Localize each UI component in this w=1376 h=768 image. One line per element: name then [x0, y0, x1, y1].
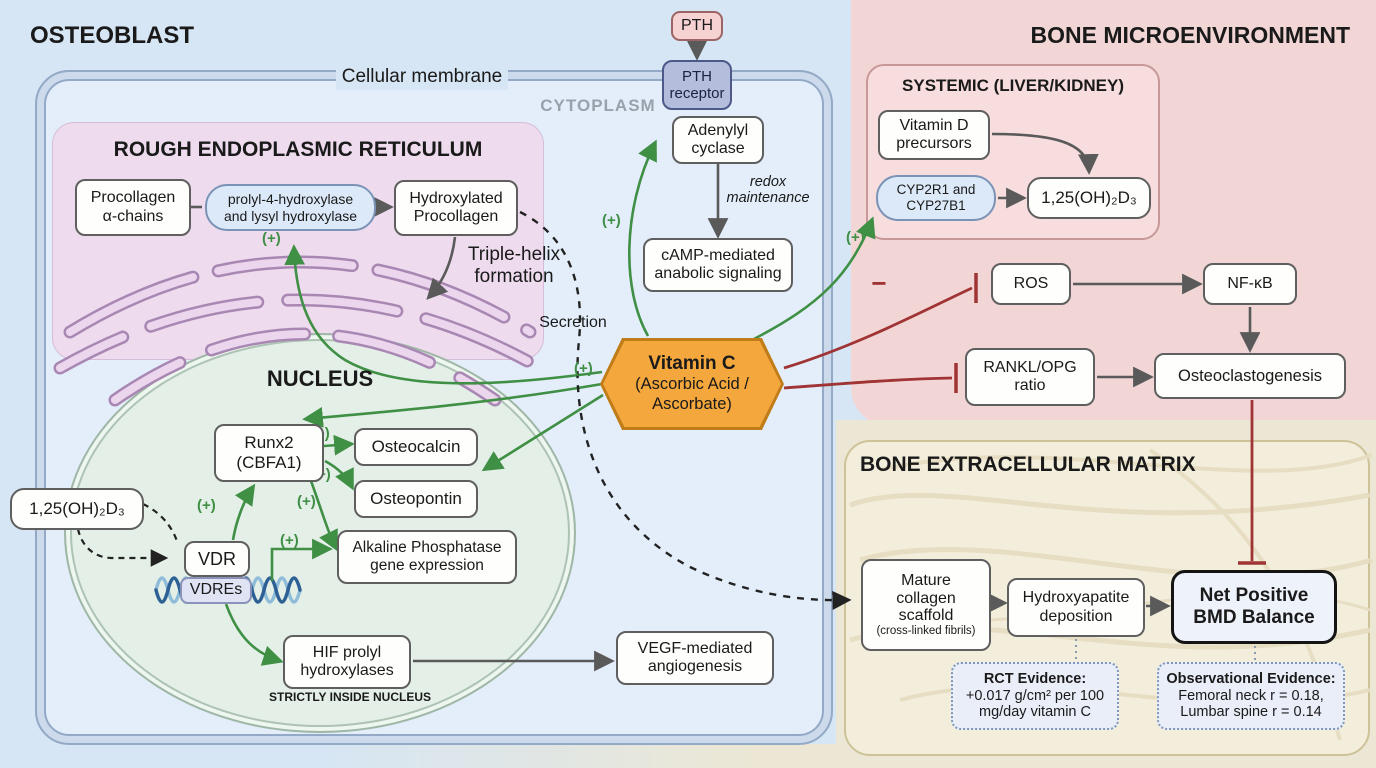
node-camp-signaling: cAMP-mediated anabolic signaling	[643, 238, 793, 292]
node-125-oh2d3-left: 1,25(OH)₂D₃	[10, 488, 144, 530]
rct-evidence-body: +0.017 g/cm² per 100 mg/day vitamin C	[965, 687, 1105, 721]
triple-helix-label: Triple-helix formation	[467, 244, 561, 287]
node-vegf-angiogenesis: VEGF-mediated angiogenesis	[616, 631, 774, 685]
secretion-label: Secretion	[539, 314, 607, 331]
node-osteocalcin: Osteocalcin	[354, 428, 478, 466]
observational-evidence-body: Femoral neck r = 0.18, Lumbar spine r = …	[1178, 687, 1324, 721]
rct-evidence-title: RCT Evidence:	[983, 670, 1087, 687]
rough-er-title: ROUGH ENDOPLASMIC RETICULUM	[113, 138, 483, 161]
node-rankl-opg-ratio: RANKL/OPG ratio	[965, 348, 1095, 406]
plus-vdr-runx2: (+)	[197, 497, 216, 514]
mature-collagen-sub: (cross-linked fibrils)	[876, 625, 976, 638]
vitamin-c-title: Vitamin C	[648, 353, 736, 375]
node-nfkb: NF-κB	[1203, 263, 1297, 305]
node-pth: PTH	[671, 11, 723, 41]
node-vdr: VDR	[184, 541, 250, 577]
node-vitamin-d-precursors: Vitamin D precursors	[878, 110, 990, 160]
node-ros: ROS	[991, 263, 1071, 305]
node-125-oh2d3-right: 1,25(OH)₂D₃	[1027, 177, 1151, 219]
bone-microenvironment-title: BONE MICROENVIRONMENT	[1030, 22, 1350, 48]
redox-maintenance-label: redox maintenance	[726, 174, 810, 206]
systemic-title: SYSTEMIC (LIVER/KIDNEY)	[902, 76, 1124, 95]
background-fade	[320, 744, 836, 768]
node-runx2: Runx2 (CBFA1)	[214, 424, 324, 482]
plus-alkphos-elbow: (+)	[280, 532, 299, 549]
node-procollagen: Procollagen α-chains	[75, 179, 191, 236]
plus-vitc-nucleus: (+)	[574, 360, 593, 377]
node-adenylyl-cyclase: Adenylyl cyclase	[672, 116, 764, 164]
node-mature-collagen-scaffold: Mature collagen scaffold (cross-linked f…	[861, 559, 991, 651]
node-cyp-enzymes: CYP2R1 and CYP27B1	[876, 175, 996, 221]
osteoblast-title: OSTEOBLAST	[30, 22, 195, 49]
observational-evidence-box: Observational Evidence: Femoral neck r =…	[1157, 662, 1345, 730]
strictly-inside-nucleus-label: STRICTLY INSIDE NUCLEUS	[268, 690, 432, 704]
plus-alkphos-curve: (+)	[297, 493, 316, 510]
cytoplasm-label: CYTOPLASM	[540, 96, 656, 115]
node-alkaline-phosphatase: Alkaline Phosphatase gene expression	[337, 530, 517, 584]
plus-cyp: (+)	[846, 229, 865, 246]
vitamin-c-subtitle: (Ascorbic Acid / Ascorbate)	[635, 375, 749, 413]
node-pth-receptor: PTH receptor	[662, 60, 732, 110]
observational-evidence-title: Observational Evidence:	[1166, 670, 1336, 687]
bone-matrix-title: BONE EXTRACELLULAR MATRIX	[860, 453, 1196, 476]
plus-adenylyl: (+)	[602, 212, 621, 229]
cellular-membrane-label: Cellular membrane	[336, 64, 508, 90]
node-osteoclastogenesis: Osteoclastogenesis	[1154, 353, 1346, 399]
node-vitamin-c: Vitamin C (Ascorbic Acid / Ascorbate)	[600, 338, 784, 430]
rct-evidence-box: RCT Evidence: +0.017 g/cm² per 100 mg/da…	[951, 662, 1119, 730]
node-hydroxylated-procollagen: Hydroxylated Procollagen	[394, 180, 518, 236]
node-hydroxyapatite: Hydroxyapatite deposition	[1007, 578, 1145, 637]
mature-collagen-main: Mature collagen scaffold	[896, 572, 956, 625]
plus-er: (+)	[262, 230, 281, 247]
node-osteopontin: Osteopontin	[354, 480, 478, 518]
node-vdres: VDREs	[180, 577, 252, 604]
node-hydroxylases: prolyl-4-hydroxylase and lysyl hydroxyla…	[205, 184, 376, 231]
node-hif-prolyl-hydroxylases: HIF prolyl hydroxylases	[283, 635, 411, 689]
node-net-positive-bmd: Net Positive BMD Balance	[1171, 570, 1337, 644]
nucleus-title: NUCLEUS	[266, 366, 374, 391]
inhibition-minus-label: −	[871, 268, 887, 298]
